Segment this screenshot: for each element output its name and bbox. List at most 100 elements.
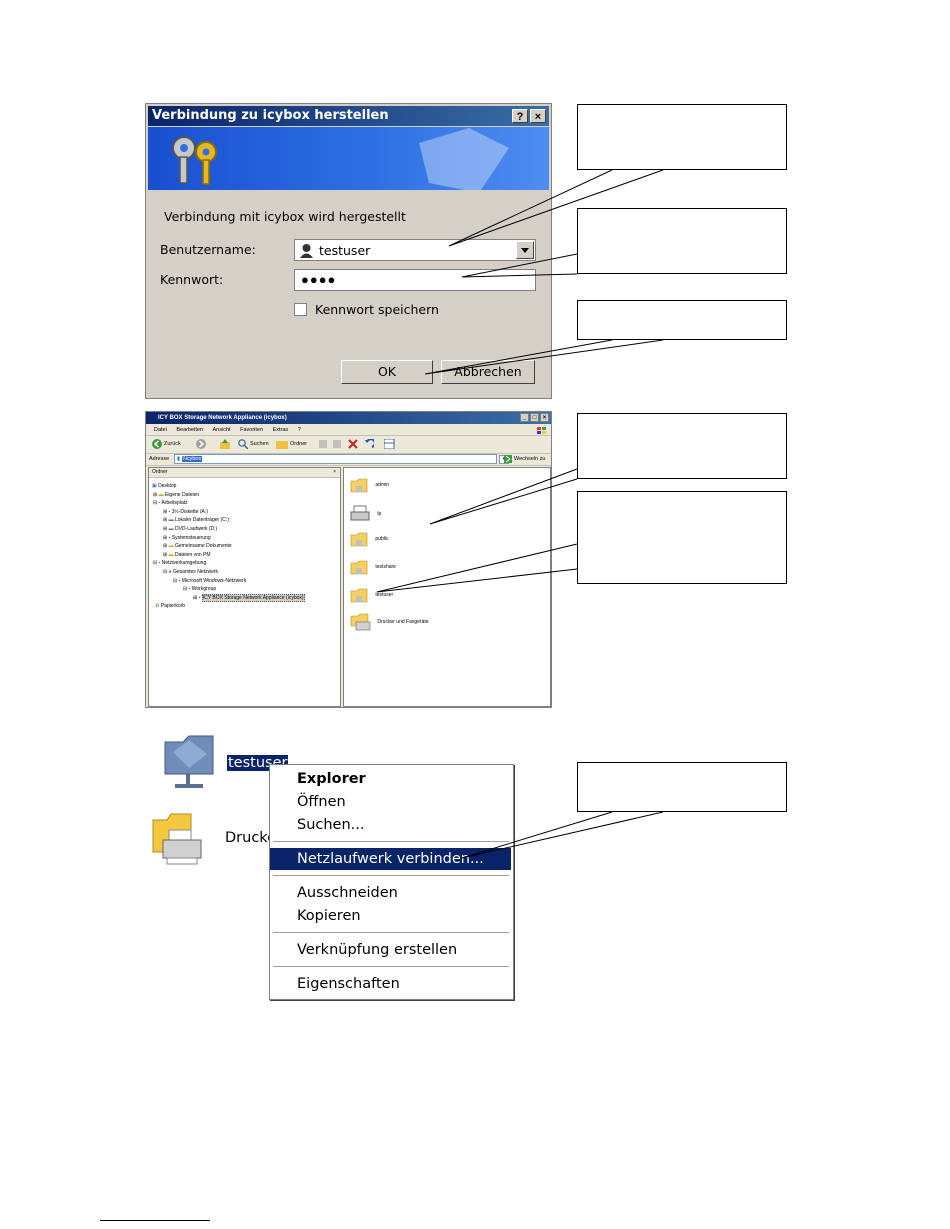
- menu-favoriten[interactable]: Favoriten: [240, 427, 264, 433]
- explorer-title: ICY BOX Storage Network Appliance (icybo…: [158, 415, 287, 421]
- folder-tree-pane: Ordner × ▣ Desktop ⊞ ▬ Eigene Dateien ⊟ …: [148, 467, 341, 707]
- share-list-pane: admin lp public testshare testuser Druck…: [343, 467, 551, 707]
- menu-extras[interactable]: Extras: [272, 427, 289, 433]
- remember-password-checkbox[interactable]: [294, 303, 307, 316]
- close-pane-icon[interactable]: ×: [333, 469, 336, 475]
- dialog-title: Verbindung zu icybox herstellen: [152, 108, 389, 123]
- explorer-window: ICY BOX Storage Network Appliance (icybo…: [145, 411, 552, 708]
- printers-faxes-icon: [350, 613, 371, 631]
- username-combobox[interactable]: testuser: [294, 239, 536, 261]
- go-button-label[interactable]: Wechseln zu: [514, 456, 546, 462]
- explorer-toolbar: Zurück Suchen Ordner: [146, 436, 551, 454]
- search-icon[interactable]: [238, 439, 248, 449]
- explorer-menubar: Datei Bearbeiten Ansicht Favoriten Extra…: [146, 425, 551, 436]
- tree-item[interactable]: ⊟ ● Gesamtes Netzwerk: [163, 568, 219, 575]
- tree-item[interactable]: ⊞ ▬ Lokaler Datenträger (C:): [163, 517, 229, 524]
- windows-logo-icon: [537, 427, 546, 434]
- copy-to-icon[interactable]: [332, 439, 342, 449]
- footnote-separator: [100, 1220, 210, 1221]
- menu-item-copy[interactable]: Kopieren: [297, 908, 361, 924]
- delete-icon[interactable]: [348, 439, 358, 449]
- context-menu: Explorer Öffnen Suchen... Netzlaufwerk v…: [269, 764, 514, 1000]
- menu-separator: [273, 966, 509, 968]
- help-button[interactable]: ?: [512, 109, 528, 123]
- printer-folder-icon: [152, 813, 202, 865]
- printer-icon: [350, 505, 370, 521]
- menu-item-open[interactable]: Öffnen: [297, 794, 346, 810]
- username-label: Benutzername:: [160, 242, 256, 257]
- remember-password-label: Kennwort speichern: [315, 302, 439, 317]
- menu-ansicht[interactable]: Ansicht: [212, 427, 231, 433]
- menu-item-properties[interactable]: Eigenschaften: [297, 976, 400, 992]
- tree-item[interactable]: ▣ Desktop: [152, 483, 177, 489]
- dialog-titlebar[interactable]: Verbindung zu icybox herstellen ? ×: [148, 106, 549, 126]
- menu-bearbeiten[interactable]: Bearbeiten: [176, 427, 203, 433]
- dialog-banner: [148, 127, 549, 190]
- menu-item-create-shortcut[interactable]: Verknüpfung erstellen: [297, 942, 458, 958]
- password-label: Kennwort:: [160, 272, 224, 287]
- shared-folder-icon: [350, 588, 368, 603]
- go-icon[interactable]: [504, 455, 512, 463]
- tree-item[interactable]: ⊞ ▬ Eigene Dateien: [153, 491, 200, 498]
- folders-icon[interactable]: [276, 439, 288, 449]
- share-item[interactable]: Drucker und Faxgeräte: [350, 612, 429, 632]
- menu-item-search[interactable]: Suchen...: [297, 817, 365, 833]
- tree-item[interactable]: ♻ Papierkorb: [155, 603, 186, 610]
- share-item[interactable]: admin: [350, 476, 389, 494]
- password-value: ●●●●: [301, 272, 337, 287]
- printer-item-label[interactable]: Drucke: [225, 830, 277, 846]
- undo-icon[interactable]: [364, 439, 374, 449]
- menu-item-cut[interactable]: Ausschneiden: [297, 885, 398, 901]
- share-item[interactable]: public: [350, 530, 388, 548]
- views-icon[interactable]: [384, 439, 398, 449]
- forward-icon[interactable]: [196, 439, 206, 449]
- combo-dropdown-button[interactable]: [516, 241, 534, 259]
- folders-header: Ordner ×: [149, 468, 340, 478]
- minimize-button[interactable]: _: [520, 413, 529, 422]
- address-input[interactable]: ▮ \\icybox: [174, 454, 497, 464]
- share-item[interactable]: testshare: [350, 558, 396, 576]
- callout-box-password: [577, 208, 787, 274]
- tree-item[interactable]: ⊟ ▪ Netzwerkumgebung: [153, 560, 207, 567]
- close-button[interactable]: ×: [530, 109, 546, 123]
- ok-button[interactable]: OK: [341, 360, 433, 384]
- keys-icon: [172, 136, 217, 185]
- tree-item[interactable]: ⊞ ▬ DVD-Laufwerk (D:): [163, 525, 218, 532]
- menu-separator: [273, 932, 509, 934]
- callout-box-username: [577, 104, 787, 170]
- share-item[interactable]: lp: [350, 504, 381, 524]
- user-icon: [300, 244, 313, 258]
- tree-item[interactable]: ⊟ ▪ Arbeitsplatz: [153, 500, 188, 507]
- menu-help[interactable]: ?: [297, 427, 301, 433]
- back-button-label[interactable]: Zurück: [164, 441, 181, 447]
- menu-item-map-network-drive[interactable]: Netzlaufwerk verbinden...: [270, 848, 511, 870]
- tree-item-selected[interactable]: ⊞ ▪ ICY BOX Storage Network Appliance (i…: [193, 593, 305, 602]
- menu-datei[interactable]: Datei: [154, 427, 167, 433]
- menu-separator: [273, 841, 509, 843]
- up-folder-icon[interactable]: [220, 439, 230, 449]
- menu-item-explorer[interactable]: Explorer: [297, 771, 366, 787]
- network-watermark-icon: [419, 128, 509, 190]
- callout-box-shares: [577, 413, 787, 479]
- maximize-button[interactable]: □: [530, 413, 539, 422]
- back-icon[interactable]: [152, 439, 162, 449]
- address-value: \\icybox: [181, 456, 203, 462]
- tree-item[interactable]: ⊞ ▬ Dateien von PM: [163, 551, 211, 558]
- callout-box-ok: [577, 300, 787, 340]
- tree-item[interactable]: ⊞ ▬ Gemeinsame Dokumente: [163, 543, 232, 550]
- close-window-button[interactable]: ×: [540, 413, 549, 422]
- move-to-icon[interactable]: [318, 439, 328, 449]
- search-button-label[interactable]: Suchen: [250, 441, 269, 447]
- explorer-titlebar[interactable]: ICY BOX Storage Network Appliance (icybo…: [146, 412, 551, 424]
- share-item[interactable]: testuser: [350, 586, 393, 604]
- username-value: testuser: [319, 243, 371, 258]
- tree-item[interactable]: ⊞ ▪ 3½-Diskette (A:): [163, 508, 208, 515]
- tree-item[interactable]: ⊞ ▪ Systemsteuerung: [163, 534, 211, 541]
- tree-item[interactable]: ⊟ ▪ Workgroup: [183, 586, 217, 593]
- menu-separator: [273, 875, 509, 877]
- shared-folder-icon: [350, 478, 368, 493]
- tree-item[interactable]: ⊟ ▪ Microsoft Windows-Netzwerk: [173, 577, 247, 584]
- callout-box-testuser: [577, 491, 787, 584]
- folders-button-label[interactable]: Ordner: [290, 441, 308, 447]
